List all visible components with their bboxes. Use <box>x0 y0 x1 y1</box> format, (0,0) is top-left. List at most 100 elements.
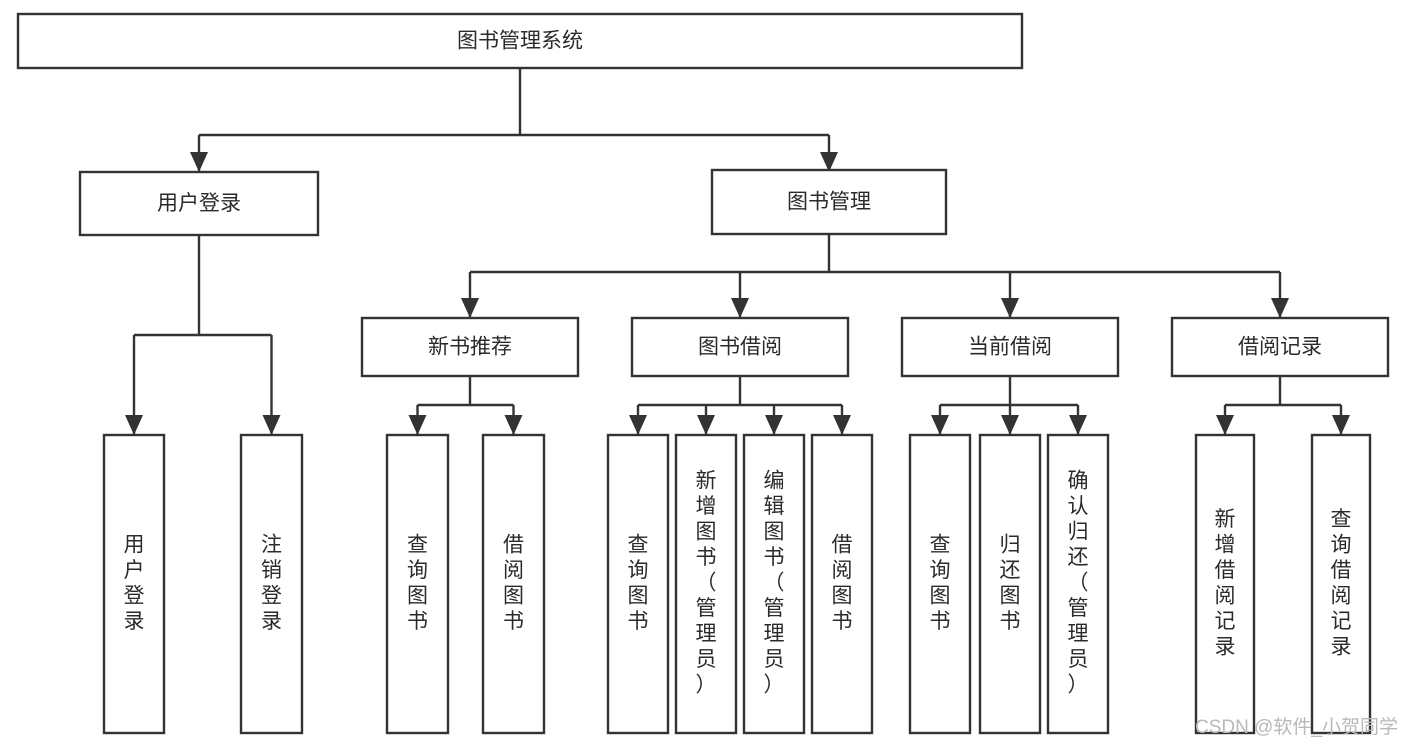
node-label-char: 询 <box>628 559 649 582</box>
node-box-root <box>16 12 1024 70</box>
edge-arrowhead <box>408 415 427 435</box>
edge-arrowhead <box>190 152 208 172</box>
node-label-char: 登 <box>261 584 282 607</box>
node-label-char: 还 <box>1068 546 1089 569</box>
edge-arrowhead <box>1332 415 1350 435</box>
node-label-char: 员 <box>696 648 717 671</box>
node-label-char: （ <box>1068 572 1089 595</box>
edge-arrowhead <box>1069 415 1087 435</box>
node-label-char: 新 <box>1215 508 1236 531</box>
node-label-char: 书 <box>628 610 649 633</box>
edge-arrowhead <box>765 415 783 435</box>
node-label-char: 查 <box>930 533 951 556</box>
node-label-char: 录 <box>124 610 145 633</box>
node-label-char: 借 <box>1215 559 1236 582</box>
node-label-char: 阅 <box>1331 584 1352 607</box>
node-label-char: 阅 <box>832 559 853 582</box>
node-label-char: 录 <box>261 610 282 633</box>
node-box-leaf-confirm-return <box>1046 433 1110 735</box>
node-box-borrow-record <box>1170 316 1390 378</box>
node-label-char: 查 <box>407 533 428 556</box>
node-label-char: 增 <box>1215 533 1236 556</box>
node-label-char: 借 <box>1331 559 1352 582</box>
node-label-char: 增 <box>696 495 717 518</box>
node-label-char: 书 <box>407 610 428 633</box>
node-label-root: 图书管理系统 <box>457 30 583 53</box>
node-book-borrow[interactable]: 图书借阅 <box>630 316 850 378</box>
node-box-leaf-borrow-book-2 <box>810 433 874 735</box>
node-root[interactable]: 图书管理系统 <box>16 12 1024 70</box>
node-label-char: 查 <box>1331 508 1352 531</box>
node-label-book-borrow: 图书借阅 <box>698 336 782 359</box>
node-label-char: 用 <box>124 533 145 556</box>
edge-arrowhead <box>1271 298 1289 318</box>
node-box-leaf-return-book <box>978 433 1042 735</box>
edge-arrowhead <box>833 415 851 435</box>
edge-arrowhead <box>697 415 715 435</box>
node-label-char: 录 <box>1215 635 1236 658</box>
node-label-char: 书 <box>696 546 717 569</box>
node-label-char: 图 <box>930 584 951 607</box>
nodes-layer: 图书管理系统用户登录图书管理新书推荐图书借阅当前借阅借阅记录用户登录注销登录查询… <box>16 12 1390 735</box>
node-label-char: 记 <box>1331 610 1352 633</box>
node-box-user-login <box>78 170 320 237</box>
node-label-char: 图 <box>1000 584 1021 607</box>
node-label-new-book-recommend: 新书推荐 <box>428 336 512 359</box>
node-box-leaf-add-book <box>674 433 738 735</box>
node-label-char: （ <box>696 572 717 595</box>
node-label-char: 员 <box>764 648 785 671</box>
node-label-char: 管 <box>1068 597 1089 620</box>
edge-arrowhead <box>820 152 838 172</box>
node-label-char: 图 <box>503 584 524 607</box>
node-user-login[interactable]: 用户登录 <box>78 170 320 237</box>
edge-arrowhead <box>504 415 523 435</box>
node-new-book-recommend[interactable]: 新书推荐 <box>360 316 580 378</box>
node-label-char: 询 <box>1331 533 1352 556</box>
edge-arrowhead <box>262 415 281 435</box>
node-label-char: 图 <box>832 584 853 607</box>
node-label-char: 书 <box>930 610 951 633</box>
node-label-char: 辑 <box>764 495 785 518</box>
edge-arrowhead <box>931 415 949 435</box>
node-label-char: 户 <box>124 559 145 582</box>
node-book-manage[interactable]: 图书管理 <box>710 168 948 236</box>
node-label-char: 图 <box>407 584 428 607</box>
node-label-char: 登 <box>124 584 145 607</box>
node-borrow-record[interactable]: 借阅记录 <box>1170 316 1390 378</box>
node-box-leaf-user-login <box>102 433 166 735</box>
node-leaf-user-login[interactable]: 用户登录 <box>102 433 166 735</box>
node-label-char: 图 <box>628 584 649 607</box>
node-box-new-book-recommend <box>360 316 580 378</box>
node-label-char: ） <box>764 674 785 697</box>
node-label-char: 注 <box>261 533 282 556</box>
node-label-char: 借 <box>832 533 853 556</box>
node-label-char: 记 <box>1215 610 1236 633</box>
node-box-leaf-query-book-1 <box>385 433 450 735</box>
node-label-char: 员 <box>1068 648 1089 671</box>
node-box-leaf-borrow-book-1 <box>481 433 546 735</box>
node-label-char: ） <box>1068 674 1089 697</box>
node-label-char: 查 <box>628 533 649 556</box>
edge-arrowhead <box>461 298 479 318</box>
node-box-book-borrow <box>630 316 850 378</box>
node-label-char: （ <box>764 572 785 595</box>
node-current-borrow[interactable]: 当前借阅 <box>900 316 1120 378</box>
node-label-user-login: 用户登录 <box>157 192 241 215</box>
node-label-char: 图 <box>696 521 717 544</box>
node-box-leaf-query-book-3 <box>908 433 972 735</box>
node-label-char: 管 <box>696 597 717 620</box>
